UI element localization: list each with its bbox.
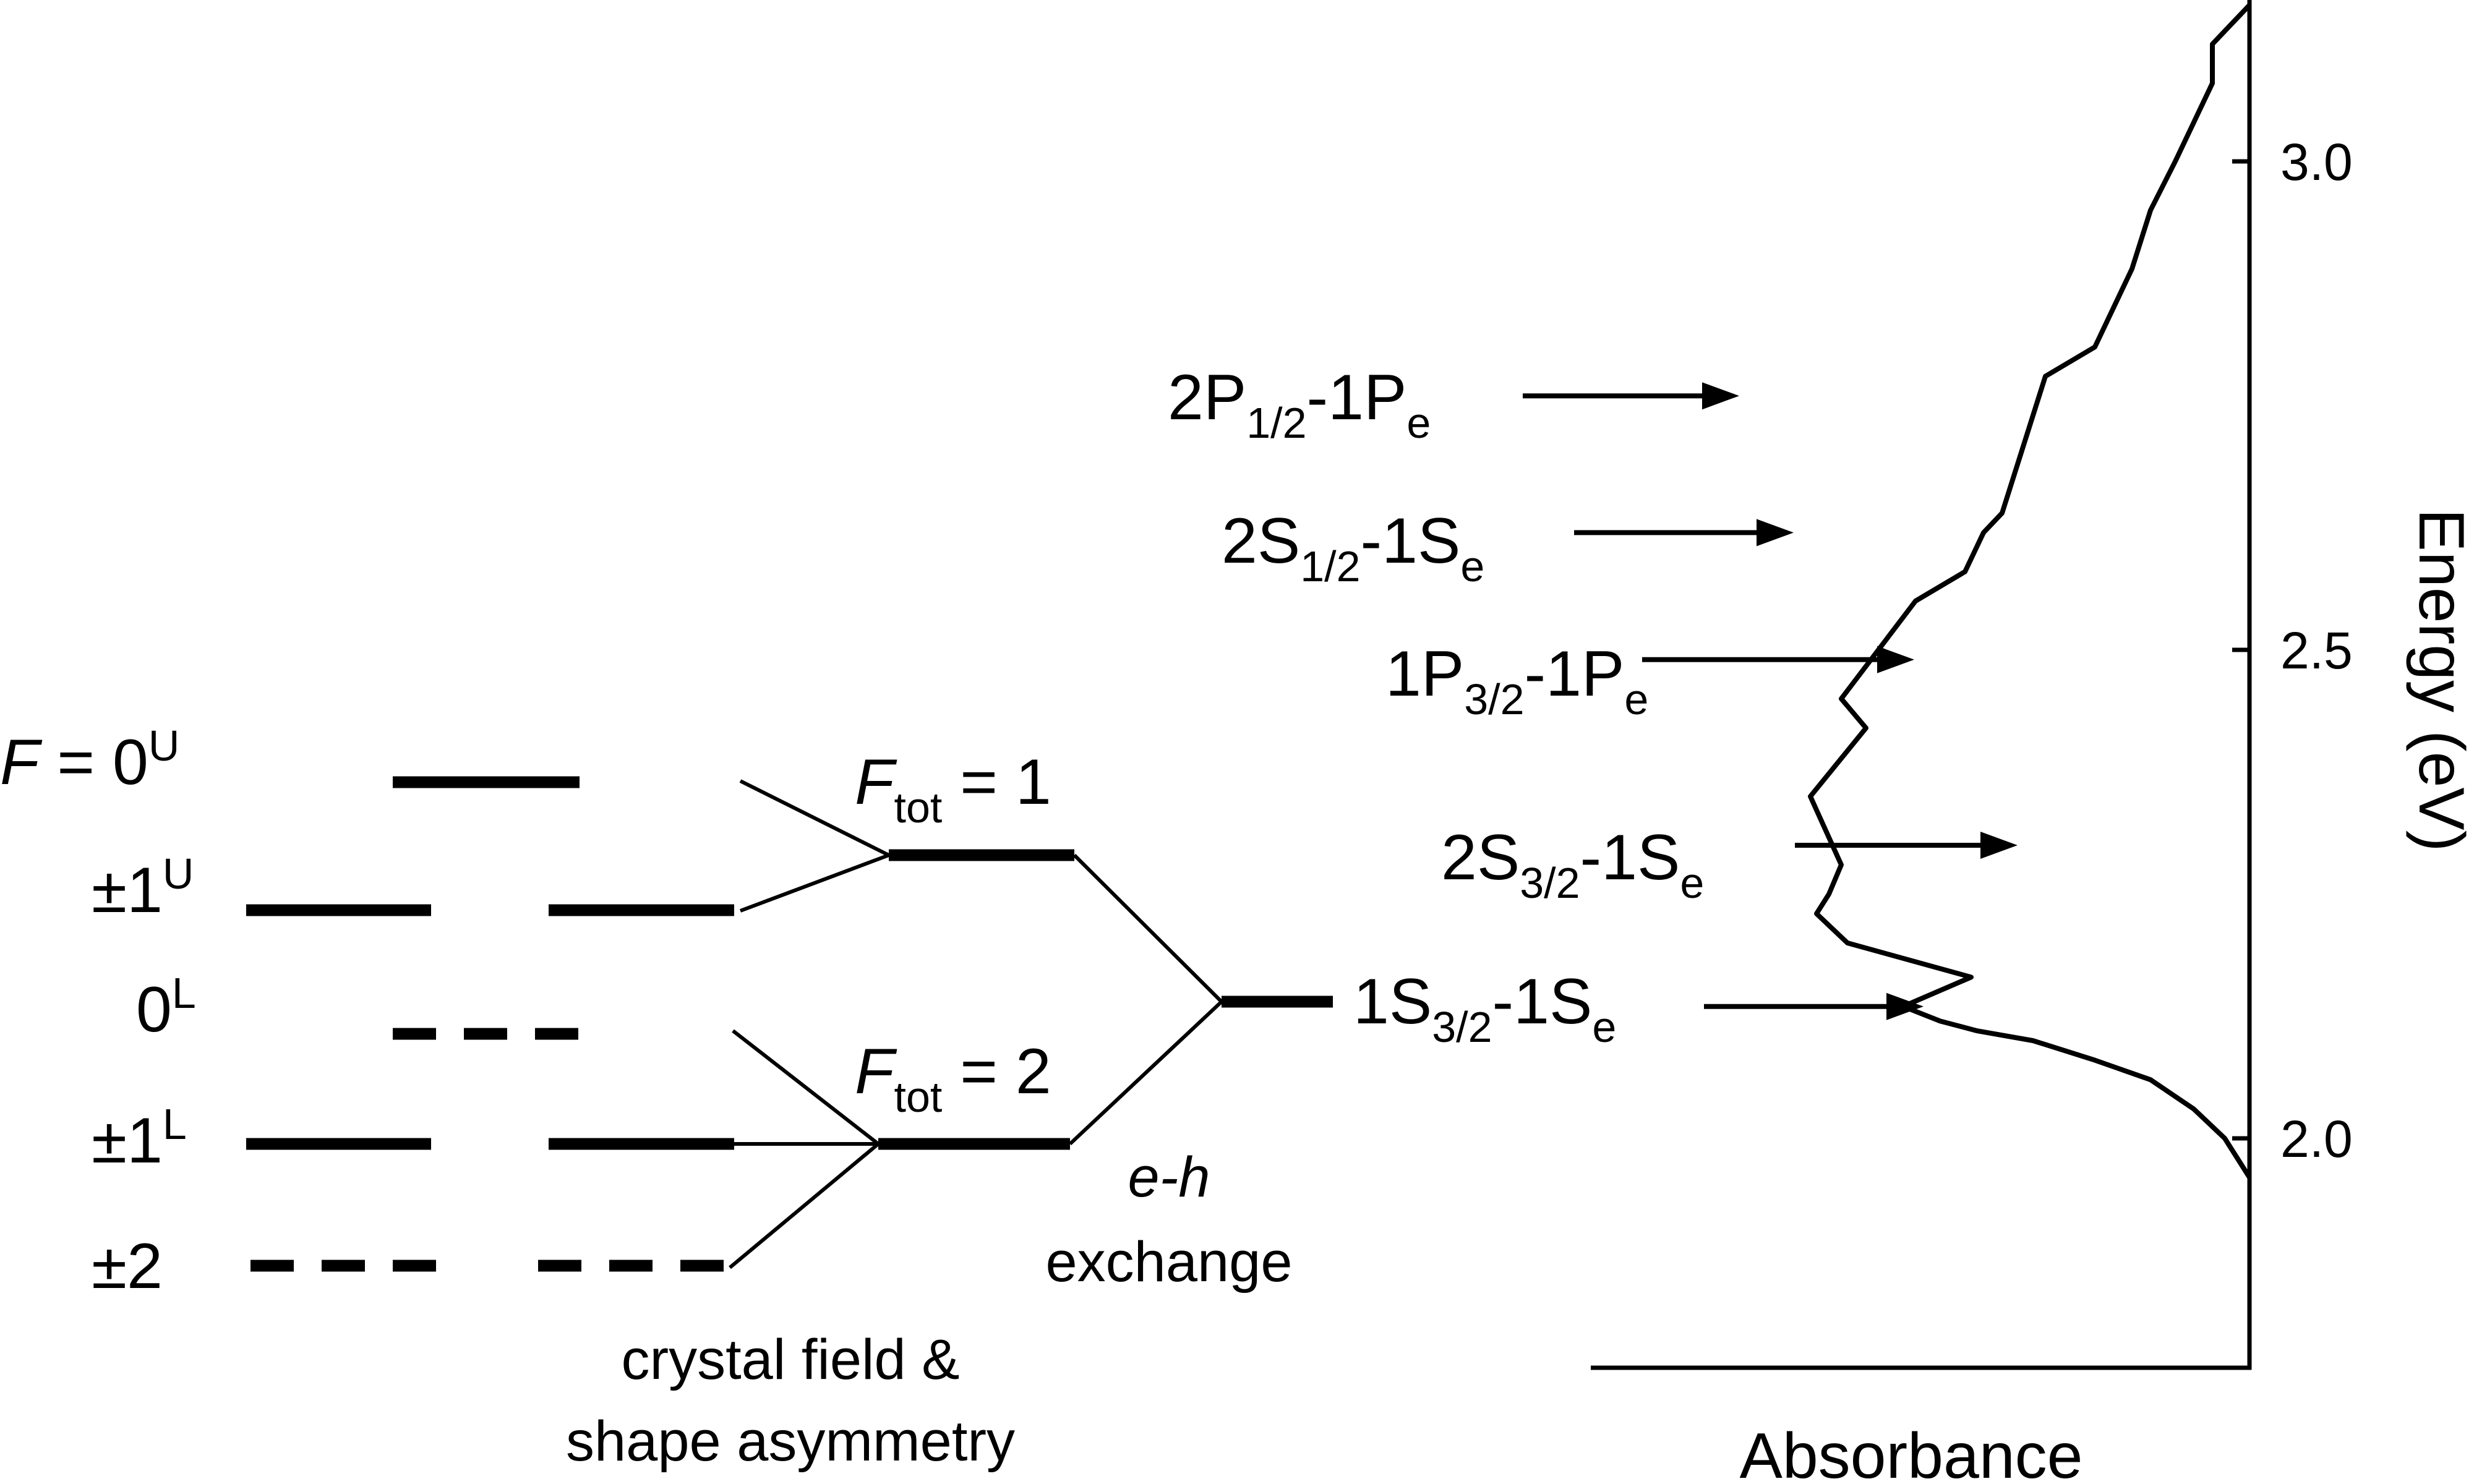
level-label-pm1l: ±1L <box>92 1100 187 1177</box>
absorbance-chart: 2.0 2.5 3.0 Absorbance Energy (eV) <box>1523 0 2474 1484</box>
absorbance-curve <box>1808 3 2252 1179</box>
transition-label-4: 1S3/2-1Se <box>1353 966 1616 1051</box>
y-tick-label: 2.0 <box>2280 1110 2353 1168</box>
connector-lower-3 <box>729 1142 880 1269</box>
y-tick-label: 3.0 <box>2280 133 2353 191</box>
level-diagram: F = 0U ±1U 0L ±1L ±2 Ftot = 1 Ftot = 2 e… <box>0 722 1333 1473</box>
ftot2-f: F <box>855 1036 897 1107</box>
transition-3-asub: 3/2 <box>1520 859 1580 907</box>
pm1u-sup: U <box>163 850 194 898</box>
x-axis-label: Absorbance <box>1739 1420 2082 1484</box>
transition-3-b: -1S <box>1580 822 1680 893</box>
transition-1-b: -1S <box>1361 505 1461 577</box>
transition-3-bsub: e <box>1680 859 1704 907</box>
transition-label-1: 2S1/2-1Se <box>1222 505 1484 591</box>
transition-arrowhead <box>1877 646 1914 673</box>
transition-3-a: 2S <box>1441 822 1520 893</box>
level-label-0l: 0L <box>136 969 196 1046</box>
transition-2-b: -1P <box>1525 638 1625 710</box>
ftot1-f: F <box>855 746 897 818</box>
transition-4-b: -1S <box>1492 966 1593 1038</box>
connector-upper-1 <box>739 779 890 857</box>
pm1l-text: ±1 <box>92 1105 163 1177</box>
crystal-label-line1: crystal field & <box>621 1328 959 1391</box>
exchange-label-line2: exchange <box>1046 1230 1293 1294</box>
connector-exchange-2 <box>1068 1000 1223 1146</box>
ftot1-label: Ftot = 1 <box>855 746 1051 832</box>
y-axis-ticks: 2.0 2.5 3.0 <box>2232 133 2353 1168</box>
transition-2-a: 1P <box>1385 638 1464 710</box>
level-label-f0u: F = 0U <box>0 722 179 798</box>
exchange-label-line1: e-h <box>1128 1146 1210 1209</box>
transition-0-b: -1P <box>1307 362 1407 433</box>
y-axis-label: Energy (eV) <box>2405 509 2474 852</box>
crystal-label-line2: shape asymmetry <box>566 1410 1015 1473</box>
transition-2-bsub: e <box>1624 675 1648 723</box>
y-tick-label: 2.5 <box>2280 621 2353 680</box>
ftot2-label: Ftot = 2 <box>855 1036 1051 1121</box>
f0u-sup: U <box>148 722 180 770</box>
level-label-pm1u: ±1U <box>92 850 194 926</box>
f0u-text: = 0 <box>40 727 148 798</box>
zl-sup: L <box>172 969 196 1017</box>
ftot2-sub: tot <box>894 1073 943 1121</box>
transition-4-bsub: e <box>1592 1003 1616 1051</box>
f-symbol: F <box>0 727 43 798</box>
transition-arrowhead <box>1702 382 1739 410</box>
pm1l-sup: L <box>163 1100 187 1148</box>
transition-2-asub: 3/2 <box>1464 675 1524 723</box>
transition-1-asub: 1/2 <box>1300 542 1360 591</box>
connector-lower-1 <box>732 1029 880 1146</box>
transition-0-asub: 1/2 <box>1246 399 1306 447</box>
ftot1-rest: = 1 <box>942 746 1051 818</box>
transition-1-bsub: e <box>1460 542 1484 591</box>
transition-label-0: 2P1/2-1Pe <box>1168 362 1431 447</box>
pm1u-text: ±1 <box>92 855 163 926</box>
transition-0-bsub: e <box>1406 399 1431 447</box>
transition-1-a: 2S <box>1222 505 1300 577</box>
level-label-pm2: ±2 <box>92 1230 163 1302</box>
transition-labels: 2P1/2-1Pe 2S1/2-1Se 1P3/2-1Pe 2S3/2-1Se … <box>1168 362 1704 1051</box>
transition-4-a: 1S <box>1353 966 1432 1038</box>
transition-label-2: 1P3/2-1Pe <box>1385 638 1648 723</box>
transition-0-a: 2P <box>1168 362 1246 433</box>
connector-exchange-1 <box>1072 853 1223 1004</box>
ftot2-rest: = 2 <box>942 1036 1051 1107</box>
connector-upper-2 <box>739 853 890 913</box>
zl-text: 0 <box>136 974 172 1046</box>
transition-arrowhead <box>1980 832 2018 859</box>
transition-4-asub: 3/2 <box>1432 1003 1492 1051</box>
transition-arrowhead <box>1757 519 1794 547</box>
ftot1-sub: tot <box>894 783 943 832</box>
transition-label-3: 2S3/2-1Se <box>1441 822 1704 907</box>
